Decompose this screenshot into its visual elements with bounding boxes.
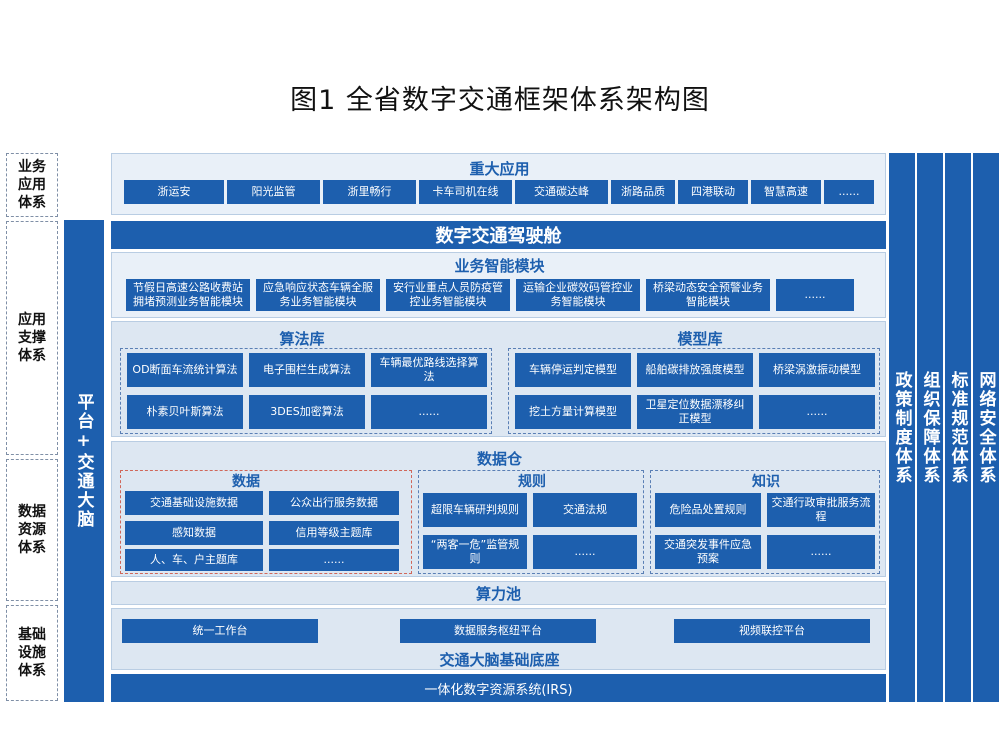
app-item: 浙路品质 (611, 180, 675, 204)
cockpit-bar: 数字交通驾驶舱 (111, 221, 886, 249)
module-item: ...... (776, 279, 854, 311)
data-warehouse-title: 数据仓 (476, 450, 522, 468)
module-item: 应急响应状态车辆全服务业务智能模块 (256, 279, 380, 311)
network-security-bar: 网络安全体系 (973, 153, 999, 702)
rules-item: ...... (533, 535, 637, 569)
rules-item: 交通法规 (533, 493, 637, 527)
app-item: 阳光监管 (227, 180, 320, 204)
infra-item: 数据服务枢纽平台 (400, 619, 596, 643)
infra-item: 视频联控平台 (674, 619, 870, 643)
module-item: 安行业重点人员防疫管控业务智能模块 (386, 279, 510, 311)
model-lib-title: 模型库 (677, 330, 723, 348)
algorithm-item: 电子围栏生成算法 (249, 353, 365, 387)
app-item: ...... (824, 180, 874, 204)
model-item: ...... (759, 395, 875, 429)
knowledge-item: 危险品处置规则 (655, 493, 761, 527)
knowledge-box: 知识 危险品处置规则 交通行政审批服务流程 交通突发事件应急预案 ...... (650, 470, 880, 574)
compute-pool-bar: 算力池 (111, 581, 886, 605)
data-box: 数据 交通基础设施数据 公众出行服务数据 感知数据 信用等级主题库 人、车、户主… (120, 470, 412, 574)
layer-business-app: 业务应用体系 (6, 153, 58, 217)
knowledge-item: 交通突发事件应急预案 (655, 535, 761, 569)
app-item: 卡车司机在线 (419, 180, 512, 204)
model-item: 车辆停运判定模型 (515, 353, 631, 387)
algorithm-item: ...... (371, 395, 487, 429)
module-item: 节假日高速公路收费站拥堵预测业务智能模块 (126, 279, 250, 311)
infra-item: 统一工作台 (122, 619, 318, 643)
major-apps-title: 重大应用 (469, 160, 530, 178)
data-item: 人、车、户主题库 (125, 549, 263, 571)
rules-item: 超限车辆研判规则 (423, 493, 527, 527)
business-modules-panel: 业务智能模块 节假日高速公路收费站拥堵预测业务智能模块 应急响应状态车辆全服务业… (111, 252, 886, 318)
platform-brain-bar: 平台+交通大脑 (64, 220, 104, 702)
data-warehouse-panel: 数据仓 数据 交通基础设施数据 公众出行服务数据 感知数据 信用等级主题库 人、… (111, 441, 886, 577)
model-item: 挖土方量计算模型 (515, 395, 631, 429)
algorithm-item: 朴素贝叶斯算法 (127, 395, 243, 429)
data-subtitle: 数据 (232, 474, 260, 490)
app-item: 智慧高速 (751, 180, 821, 204)
knowledge-subtitle: 知识 (752, 474, 780, 490)
model-lib-box: 车辆停运判定模型 船舶碳排放强度模型 桥梁涡激振动模型 挖土方量计算模型 卫星定… (508, 348, 880, 434)
knowledge-item: ...... (767, 535, 875, 569)
module-item: 运输企业碳效码管控业务智能模块 (516, 279, 640, 311)
rules-box: 规则 超限车辆研判规则 交通法规 “两客一危”监管规则 ...... (418, 470, 644, 574)
rules-item: “两客一危”监管规则 (423, 535, 527, 569)
layer-data-resource: 数据资源体系 (6, 459, 58, 601)
data-item: 信用等级主题库 (269, 521, 399, 545)
module-item: 桥梁动态安全预警业务智能模块 (646, 279, 770, 311)
infra-title: 交通大脑基础底座 (439, 651, 560, 669)
algorithm-item: OD断面车流统计算法 (127, 353, 243, 387)
layer-infrastructure: 基础设施体系 (6, 605, 58, 701)
rules-subtitle: 规则 (518, 474, 546, 490)
policy-system-bar: 政策制度体系 (889, 153, 915, 702)
data-item: ...... (269, 549, 399, 571)
layer-app-support: 应用支撑体系 (6, 221, 58, 455)
model-item: 船舶碳排放强度模型 (637, 353, 753, 387)
app-item: 交通碳达峰 (515, 180, 608, 204)
org-guarantee-bar: 组织保障体系 (917, 153, 943, 702)
app-item: 浙运安 (124, 180, 224, 204)
algorithm-lib-box: OD断面车流统计算法 电子围栏生成算法 车辆最优路线选择算法 朴素贝叶斯算法 3… (120, 348, 492, 434)
algorithm-item: 3DES加密算法 (249, 395, 365, 429)
app-item: 浙里畅行 (323, 180, 416, 204)
algorithm-lib-title: 算法库 (279, 330, 325, 348)
algorithm-item: 车辆最优路线选择算法 (371, 353, 487, 387)
data-item: 感知数据 (125, 521, 263, 545)
page-title: 图1 全省数字交通框架体系架构图 (290, 85, 710, 116)
knowledge-item: 交通行政审批服务流程 (767, 493, 875, 527)
app-item: 四港联动 (678, 180, 748, 204)
infra-panel: 统一工作台 数据服务枢纽平台 视频联控平台 交通大脑基础底座 (111, 608, 886, 670)
data-item: 交通基础设施数据 (125, 491, 263, 515)
model-item: 桥梁涡激振动模型 (759, 353, 875, 387)
irs-bar: 一体化数字资源系统(IRS) (111, 674, 886, 702)
major-apps-panel: 重大应用 浙运安 阳光监管 浙里畅行 卡车司机在线 交通碳达峰 浙路品质 四港联… (111, 153, 886, 215)
standards-bar: 标准规范体系 (945, 153, 971, 702)
data-item: 公众出行服务数据 (269, 491, 399, 515)
model-item: 卫星定位数据漂移纠正模型 (637, 395, 753, 429)
business-modules-title: 业务智能模块 (454, 257, 545, 275)
libraries-panel: 算法库 模型库 OD断面车流统计算法 电子围栏生成算法 车辆最优路线选择算法 朴… (111, 321, 886, 437)
